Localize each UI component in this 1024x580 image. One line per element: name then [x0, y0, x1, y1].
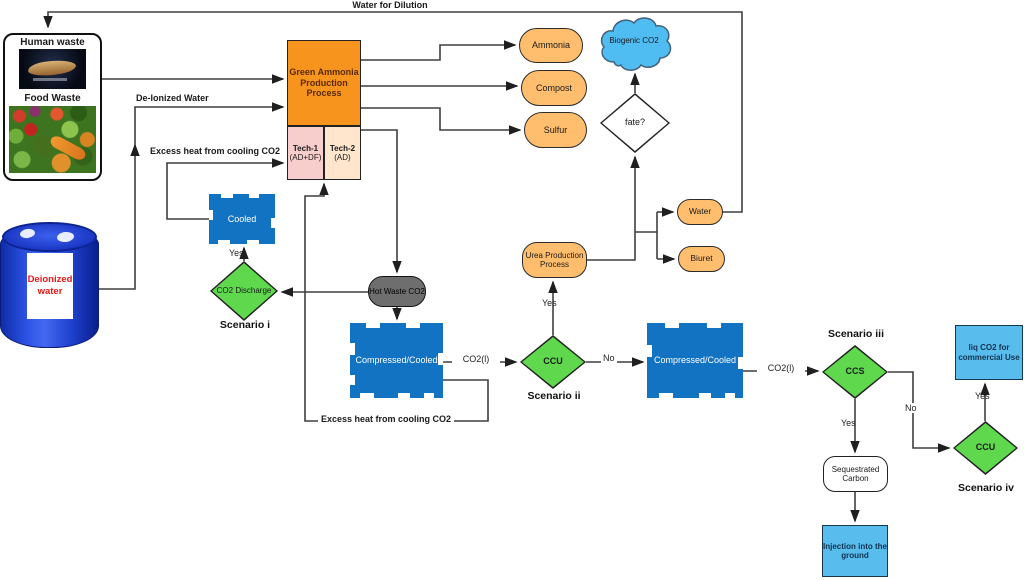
- ccu2-label: CCU: [543, 356, 563, 367]
- cooled-label: Cooled: [227, 213, 257, 224]
- human-waste-image: [19, 49, 86, 89]
- liq-co2-commercial-node: liq CO2 for commercial Use: [955, 325, 1023, 380]
- fate-decision: fate?: [600, 93, 670, 153]
- co2-liquid-label-2: CO2(l): [757, 363, 805, 373]
- no-label-ccs: No: [903, 403, 919, 413]
- human-waste-blob: [27, 58, 77, 78]
- human-waste-scale-bar: [33, 78, 67, 81]
- ammonia-node: Ammonia: [519, 28, 583, 63]
- edge-cooled-heat-to-tech1: [166, 158, 285, 220]
- ccs-decision: CCS: [822, 345, 888, 399]
- edge-urea-to-fate: [587, 155, 640, 261]
- injection-ground-node: Injection into the ground: [822, 525, 888, 577]
- torn-edge-notch: [398, 393, 410, 398]
- water-node: Water: [677, 199, 723, 225]
- ccu-decision-scenario4: CCU: [953, 421, 1018, 475]
- compressed2-label: Compressed/Cooled: [653, 355, 737, 366]
- compressed-cooled-node-1: Compressed/Cooled: [350, 323, 443, 398]
- biogenic-co2-cloud: Biogenic CO2: [596, 14, 672, 74]
- cooled-node: Cooled: [209, 194, 275, 244]
- torn-edge-notch: [350, 343, 355, 355]
- edge-tech2-to-hotwaste: [361, 129, 402, 274]
- excess-heat-label-top: Excess heat from cooling CO2: [150, 146, 281, 156]
- torn-edge-notch: [366, 323, 380, 328]
- tech2-box: Tech-2 (AD): [324, 126, 361, 180]
- torn-edge-notch: [725, 393, 735, 398]
- carrot-shape: [48, 133, 88, 163]
- biuret-node: Biuret: [678, 246, 725, 272]
- edge-deionized-to-process: [134, 102, 285, 145]
- hot-waste-co2-node: Hot Waste CO2: [368, 276, 426, 307]
- ccu4-label: CCU: [975, 442, 996, 453]
- torn-edge-notch: [221, 194, 233, 198]
- compressed1-label: Compressed/Cooled: [355, 355, 438, 366]
- yes-label-cooled: Yes: [229, 248, 244, 258]
- torn-edge-notch: [271, 218, 275, 228]
- torn-edge-notch: [659, 393, 673, 398]
- edge-process-to-ammonia: [361, 40, 517, 61]
- edge-water-dilution-recycle: [43, 11, 743, 213]
- scenario-iv-caption: Scenario iv: [957, 482, 1015, 494]
- human-waste-title: Human waste: [20, 37, 85, 48]
- edge-process-to-sulfur: [361, 107, 522, 135]
- co2-discharge-label: CO2 Discharge: [216, 285, 272, 295]
- yes-label-liqco2: Yes: [975, 391, 990, 401]
- torn-edge-notch: [738, 357, 743, 369]
- torn-edge-notch: [209, 210, 213, 220]
- deionized-water-barrel: Deionized water: [0, 222, 100, 352]
- scenario-i-caption: Scenario i: [219, 319, 271, 331]
- co2-discharge-decision: CO2 Discharge: [210, 261, 278, 321]
- green-ammonia-process-box: Green Ammonia Production Process: [287, 40, 361, 126]
- scenario-iii-caption: Scenario iii: [827, 328, 885, 340]
- deionized-water-label: De-Ionized Water: [136, 93, 209, 103]
- barrel-top: [2, 222, 97, 252]
- water-for-dilution-label: Water for Dilution: [352, 0, 428, 10]
- urea-production-node: Urea Production Process: [522, 242, 587, 278]
- torn-edge-notch: [360, 393, 374, 398]
- torn-edge-notch: [647, 345, 652, 357]
- tech2-sub: (AD): [334, 153, 351, 162]
- sequestrated-carbon-node: Sequestrated Carbon: [823, 456, 888, 492]
- barrel-label: Deionized water: [27, 253, 73, 319]
- compressed-cooled-node-2: Compressed/Cooled: [647, 323, 743, 398]
- tech1-sub: (AD+DF): [289, 153, 322, 162]
- torn-edge-notch: [350, 375, 355, 385]
- biogenic-co2-label: Biogenic CO2: [609, 36, 659, 45]
- green-ammonia-label: Green Ammonia Production Process: [289, 67, 359, 99]
- no-label-ccu2: No: [601, 353, 617, 363]
- edge-barrel-up: [97, 143, 140, 290]
- torn-edge-notch: [699, 393, 711, 398]
- sulfur-node: Sulfur: [524, 112, 587, 148]
- ccs-label: CCS: [845, 366, 865, 377]
- torn-edge-notch: [707, 323, 721, 328]
- torn-edge-notch: [665, 323, 679, 328]
- scenario-ii-caption: Scenario ii: [527, 390, 581, 402]
- tech1-name: Tech-1: [292, 143, 319, 153]
- tech1-box: Tech-1 (AD+DF): [287, 126, 324, 180]
- edge-compressed1-heat-to-tech: [304, 182, 489, 422]
- torn-edge-notch: [438, 353, 443, 365]
- food-waste-image: [9, 106, 96, 173]
- co2-liquid-label-1: CO2(l): [452, 354, 500, 364]
- torn-edge-notch: [247, 240, 259, 244]
- food-waste-title: Food Waste: [24, 93, 81, 104]
- torn-edge-notch: [249, 194, 259, 198]
- torn-edge-notch: [218, 240, 230, 244]
- excess-heat-label-bottom: Excess heat from cooling CO2: [318, 414, 454, 424]
- compost-node: Compost: [521, 70, 587, 106]
- waste-sources-box: Human waste Food Waste: [3, 33, 102, 181]
- yes-label-urea: Yes: [542, 298, 557, 308]
- cloud-shape-icon: [600, 17, 672, 71]
- torn-edge-notch: [424, 393, 434, 398]
- tech2-name: Tech-2: [329, 143, 356, 153]
- torn-edge-notch: [406, 323, 420, 328]
- fate-label: fate?: [624, 117, 646, 128]
- ccu-decision-scenario2: CCU: [520, 335, 586, 389]
- yes-label-sequestrated: Yes: [841, 418, 856, 428]
- edge-urea-branch: [635, 212, 658, 259]
